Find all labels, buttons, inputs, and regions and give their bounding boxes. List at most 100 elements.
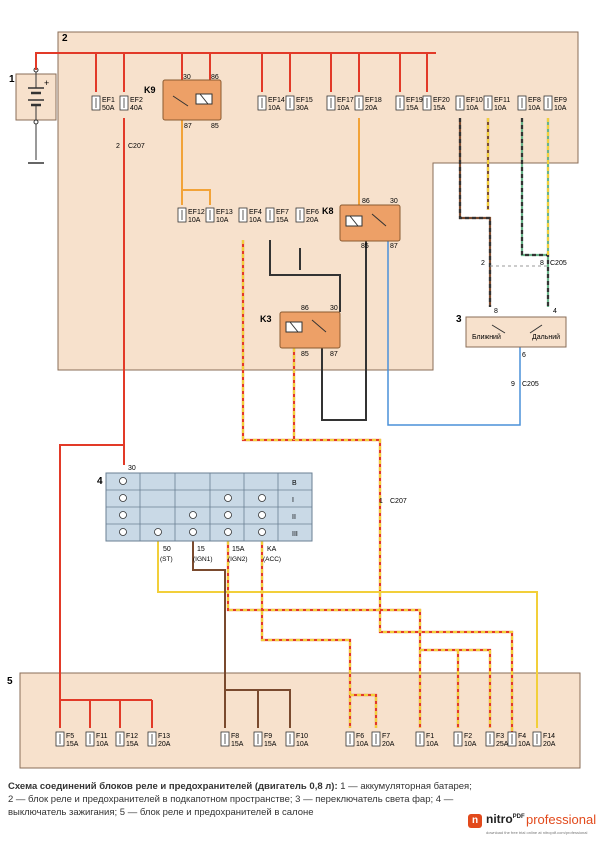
ignition-contact-dot: [119, 511, 127, 519]
fuse-top-ef19-rating: 15A: [406, 105, 419, 112]
ignition-row-1: I: [292, 497, 294, 504]
fuse-bottom-f7-id: F7: [382, 733, 390, 740]
ignition-contact-dot: [189, 528, 197, 536]
fuse-bottom-f3-id: F3: [496, 733, 504, 740]
fuse-bottom-f6-id: F6: [356, 733, 364, 740]
ign-st-wire: [157, 541, 538, 728]
relay-k3-pin-87: 87: [330, 351, 338, 358]
headlight-switch-pin-6: 6: [522, 352, 526, 359]
fuse-bottom-f7-rating: 20A: [382, 741, 395, 748]
fuse-mid-ef6-id: EF6: [306, 209, 319, 216]
acc-wire-stripe: [260, 541, 352, 728]
headlight-switch: Ближний Дальний 8 4 6: [465, 308, 567, 359]
relay-k9: K9 30 86 87 85: [144, 74, 222, 130]
nitro-logo-brand-sup: PDF: [512, 814, 525, 820]
fuse-bottom-f13-id: F13: [158, 733, 170, 740]
relay-k3-pin-85: 85: [301, 351, 309, 358]
relay-k9-pin-86: 86: [211, 74, 219, 81]
relay-k9-pin-30: 30: [183, 74, 191, 81]
relay-k8-pin-86: 86: [362, 198, 370, 205]
ef8-switch-wire-stripe: [520, 118, 550, 307]
ignition-contact-dot: [119, 477, 127, 485]
ef10-switch-wire-stripe: [458, 118, 492, 307]
connector-c207-bottom: C207: [390, 498, 407, 505]
fuse-top-ef2-id: EF2: [130, 97, 143, 104]
ignition-terminal-15a-func: (IGN2): [228, 556, 248, 563]
ignition-contact-dot: [189, 511, 197, 519]
fuse-top-ef20-id: EF20: [433, 97, 450, 104]
fuse-bottom-f2-rating: 10A: [464, 741, 477, 748]
wires-layer: [59, 53, 550, 740]
block-number-4: 4: [97, 476, 103, 487]
nitro-logo-brand: nitroPDF: [486, 812, 525, 826]
fuse-top-ef2-rating: 40A: [130, 105, 143, 112]
fuse-top-ef18-rating: 20A: [365, 105, 378, 112]
fuse-top-ef19-id: EF19: [406, 97, 423, 104]
connector-c205-bottom-pin: 9: [511, 381, 515, 388]
k3-k8-wire: [321, 265, 367, 421]
connector-c205-pin-8: 8: [540, 260, 544, 267]
fuse-mid-ef4-rating: 10A: [249, 217, 262, 224]
fuse-top-ef10-id: EF10: [466, 97, 483, 104]
figure-caption: Схема соединений блоков реле и предохран…: [8, 780, 478, 819]
ignition-contact-dot: [224, 511, 232, 519]
ignition-row-0: В: [292, 480, 297, 487]
fuse-bottom-f8-id: F8: [231, 733, 239, 740]
fuse-bottom-f11-rating: 10A: [96, 741, 109, 748]
fuse-top-ef18-id: EF18: [365, 97, 382, 104]
headlight-switch-high-label: Дальний: [532, 333, 560, 341]
fuse-bottom-f3-rating: 25A: [496, 741, 509, 748]
ignition-terminal-50-func: (ST): [160, 556, 173, 563]
fuse-mid-ef12-id: EF12: [188, 209, 205, 216]
fuses-layer: EF150AEF240AEF1410AEF1530AEF1710AEF1820A…: [55, 95, 567, 748]
fuse-mid-ef7-id: EF7: [276, 209, 289, 216]
fuse-bottom-f12-rating: 15A: [126, 741, 139, 748]
fuse-bottom-f14-id: F14: [543, 733, 555, 740]
ignition-contact-dot: [224, 528, 232, 536]
fuse-bottom-f9-id: F9: [264, 733, 272, 740]
ignition-contact-dot: [258, 511, 266, 519]
connector-c207-top-pin: 2: [116, 143, 120, 150]
connector-c205-bottom: C205: [522, 381, 539, 388]
nitro-logo-brand-text: nitro: [486, 812, 513, 826]
ignition-terminal-15a: 15A: [232, 546, 245, 553]
relay-k3: K3 86 30 85 87: [260, 305, 341, 358]
relay-k8: K8 86 30 85 87: [322, 198, 401, 250]
fuse-mid-ef13-rating: 10A: [216, 217, 229, 224]
ign2-wire-stripe: [226, 541, 422, 728]
fuse-mid-ef4-id: EF4: [249, 209, 262, 216]
headlight-switch-pin-4: 4: [553, 308, 557, 315]
fuse-bottom-f4-id: F4: [518, 733, 526, 740]
fuse-bottom-f1-rating: 10A: [426, 741, 439, 748]
block-number-5: 5: [7, 676, 13, 687]
battery-plus-sign: +: [44, 78, 49, 88]
ignition-row-2: II: [292, 514, 296, 521]
fuse-top-ef11-rating: 10A: [494, 105, 507, 112]
fuse-mid-ef12-rating: 10A: [188, 217, 201, 224]
ignition-terminal-ka-func: (ACC): [263, 556, 281, 563]
fuse-bottom-f8-rating: 15A: [231, 741, 244, 748]
fuse-top-ef15-id: EF15: [296, 97, 313, 104]
fuse-bottom-f9-rating: 15A: [264, 741, 277, 748]
fuse-bottom-f5-rating: 15A: [66, 741, 79, 748]
relay-k9-pin-85: 85: [211, 123, 219, 130]
cabin-fuse-box-panel: [19, 672, 581, 769]
relay-k8-pin-85: 85: [361, 243, 369, 250]
nitro-logo-mark: n: [468, 814, 482, 828]
ignition-contact-dot: [258, 528, 266, 536]
fuse-top-ef9-id: EF9: [554, 97, 567, 104]
fuse-top-ef10-rating: 10A: [466, 105, 479, 112]
ef4-cabin-wire-stripe: [241, 240, 514, 740]
ignition-switch: В I II III 30 50 (ST) 15 (IGN1) 15A (IGN…: [105, 465, 313, 563]
fuse-bottom-f5-id: F5: [66, 733, 74, 740]
fuse-top-ef8-rating: 10A: [528, 105, 541, 112]
ignition-contact-dot: [119, 528, 127, 536]
fuse-bottom-f10-id: F10: [296, 733, 308, 740]
relay-k3-pin-30: 30: [330, 305, 338, 312]
ignition-row-3: III: [292, 531, 298, 538]
nitro-logo-edition: professional: [526, 812, 597, 827]
ignition-contact-dot: [224, 494, 232, 502]
block-number-3: 3: [456, 314, 462, 325]
fuse-top-ef14-rating: 10A: [268, 105, 281, 112]
